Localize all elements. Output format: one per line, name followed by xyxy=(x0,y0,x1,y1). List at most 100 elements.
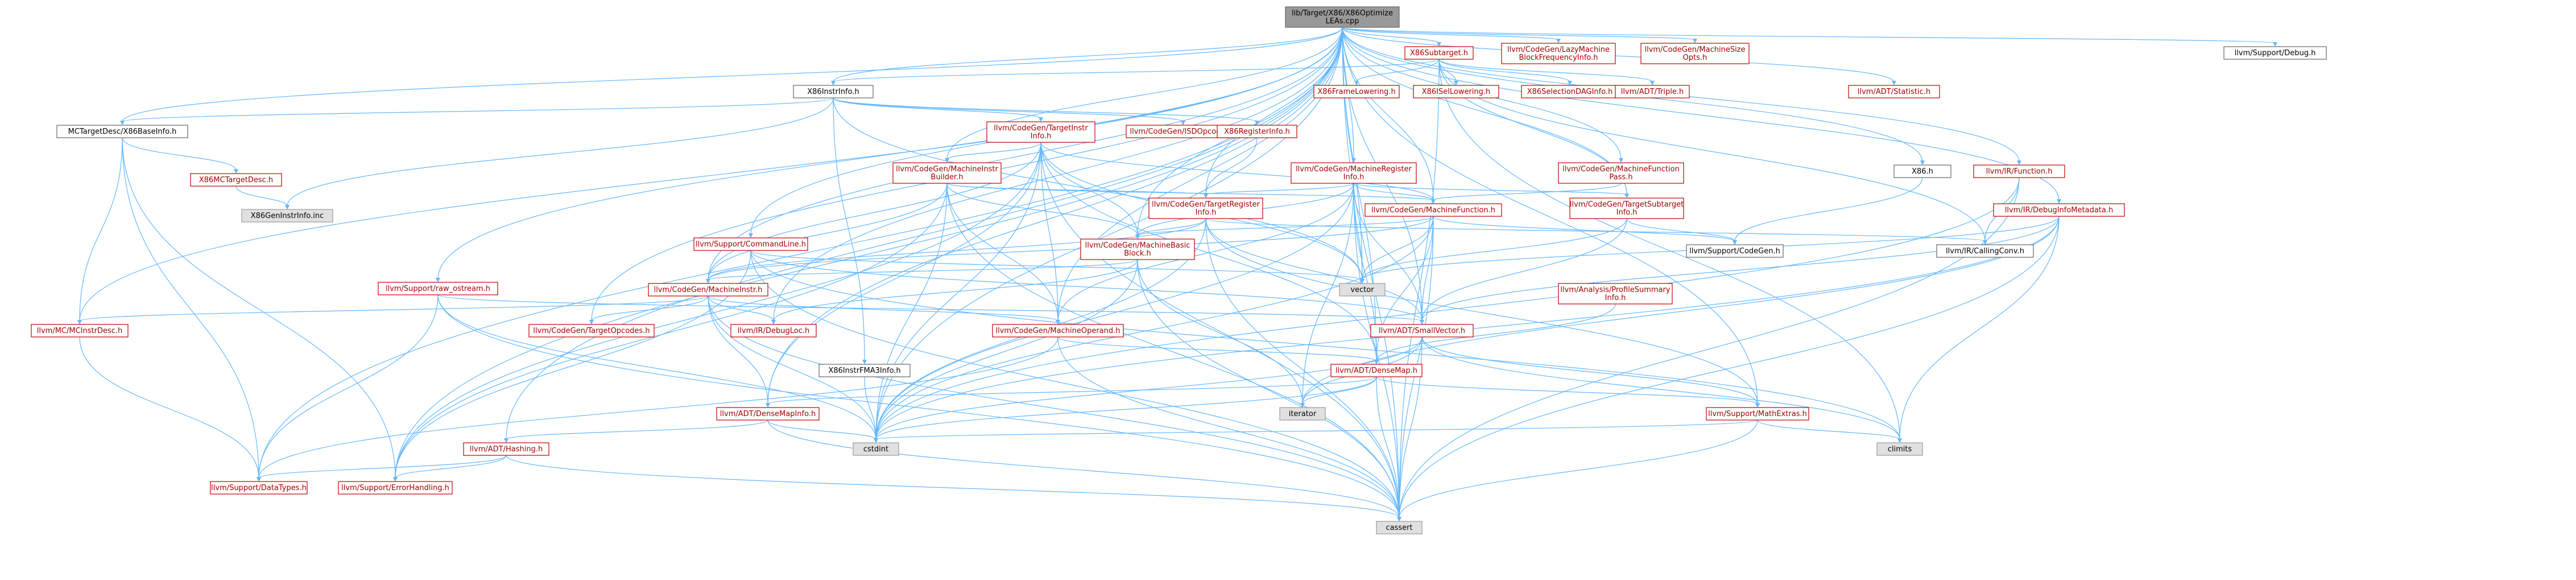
node-label-mfsizeopts: Opts.h xyxy=(1683,54,1707,62)
node-vector: vector xyxy=(1339,283,1386,297)
arrowhead-mri-to-tri xyxy=(1204,194,1208,198)
edge-mcinstrdesc-to-datatypes xyxy=(79,336,259,479)
arrowhead-rawostream-to-smallvector xyxy=(1420,320,1424,324)
node-smallvector[interactable]: llvm/ADT/SmallVector.h xyxy=(1370,324,1474,338)
edge-x86instrinfo-to-x86reginfo xyxy=(833,97,1258,122)
node-box-callingconv xyxy=(1936,244,2034,258)
node-mf[interactable]: llvm/CodeGen/MachineFunction.h xyxy=(1365,203,1502,217)
node-rawostream[interactable]: llvm/Support/raw_ostream.h xyxy=(378,282,498,295)
node-box-mcinstrdesc xyxy=(31,324,129,338)
node-x86instrinfo[interactable]: X86InstrInfo.h xyxy=(793,85,874,98)
node-box-vector xyxy=(1339,283,1386,297)
node-x86seldaginfo[interactable]: X86SelectionDAGInfo.h xyxy=(1521,85,1619,98)
node-box-root xyxy=(1285,6,1400,28)
node-box-climits xyxy=(1876,442,1923,456)
arrowhead-mctargetdesc-to-x86mctargetdesc xyxy=(234,169,238,174)
node-climits: climits xyxy=(1876,442,1923,456)
edge-densemap-to-cassert xyxy=(1376,376,1400,519)
edge-tri-to-smallvector xyxy=(1205,218,1423,322)
edge-tii-to-machineinstr xyxy=(708,142,1041,281)
node-targetopcodes[interactable]: llvm/CodeGen/TargetOpcodes.h xyxy=(528,324,655,338)
arrowhead-root-to-statistic xyxy=(1892,81,1896,85)
node-mathextras[interactable]: llvm/Support/MathExtras.h xyxy=(1706,407,1809,421)
node-lazymbfi[interactable]: llvm/CodeGen/LazyMachineBlockFrequencyIn… xyxy=(1501,43,1616,64)
dependency-edges xyxy=(77,27,2277,521)
edge-rawostream-to-datatypes xyxy=(258,294,439,479)
node-x86mctargetdesc[interactable]: X86MCTargetDesc.h xyxy=(190,173,282,187)
arrowhead-root-to-mfsizeopts xyxy=(1693,39,1697,43)
node-label-tsi: llvm/CodeGen/TargetSubtarget xyxy=(1570,200,1684,209)
node-box-tii xyxy=(986,121,1095,143)
node-callingconv[interactable]: llvm/IR/CallingConv.h xyxy=(1936,244,2034,258)
node-box-mathextras xyxy=(1706,407,1809,421)
node-label-root: LEAs.cpp xyxy=(1326,17,1359,26)
arrowhead-x86instrinfo-to-tii xyxy=(1039,117,1043,122)
node-box-errorhandling xyxy=(338,481,453,495)
arrowhead-hashing-to-cassert xyxy=(1397,517,1401,521)
node-x86framelowering[interactable]: X86FrameLowering.h xyxy=(1313,85,1400,98)
edge-rawostream-to-smallvector xyxy=(437,294,1423,322)
edge-root-to-mathextras xyxy=(1342,27,1758,405)
node-mo[interactable]: llvm/CodeGen/MachineOperand.h xyxy=(992,324,1124,338)
edge-mfpass-to-mf xyxy=(1433,183,1622,201)
arrowhead-hashing-to-datatypes xyxy=(257,477,261,482)
edge-root-to-x86instrinfo xyxy=(833,27,1343,83)
node-datatypes[interactable]: llvm/Support/DataTypes.h xyxy=(210,481,308,495)
edge-mib-to-cstdint xyxy=(875,183,948,440)
node-label-smallvector: llvm/ADT/SmallVector.h xyxy=(1379,327,1465,335)
node-debugloc[interactable]: llvm/IR/DebugLoc.h xyxy=(730,324,817,338)
node-supportcodegen[interactable]: llvm/Support/CodeGen.h xyxy=(1686,244,1784,258)
arrowhead-densemap-to-iterator xyxy=(1300,403,1305,408)
node-x86fma[interactable]: X86InstrFMA3Info.h xyxy=(818,364,911,377)
node-hashing[interactable]: llvm/ADT/Hashing.h xyxy=(463,442,549,456)
node-errorhandling[interactable]: llvm/Support/ErrorHandling.h xyxy=(338,481,453,495)
node-x86reginfo[interactable]: X86RegisterInfo.h xyxy=(1217,125,1297,138)
node-dbginfometa[interactable]: llvm/IR/DebugInfoMetadata.h xyxy=(1993,203,2125,217)
node-label-cstdint: cstdint xyxy=(863,445,888,454)
edge-psi-to-densemap xyxy=(1376,303,1616,361)
node-statistic[interactable]: llvm/ADT/Statistic.h xyxy=(1848,85,1940,98)
edge-mbb-to-debugloc xyxy=(773,259,1138,322)
node-mctargetdesc[interactable]: MCTargetDesc/X86BaseInfo.h xyxy=(56,125,188,138)
node-box-x86fma xyxy=(818,364,911,377)
edge-x86instrinfo-to-tii xyxy=(833,97,1041,119)
edge-root-to-statistic xyxy=(1342,27,1895,83)
node-box-mri xyxy=(1291,162,1417,184)
node-label-hashing: llvm/ADT/Hashing.h xyxy=(470,445,543,454)
node-x86h[interactable]: X86.h xyxy=(1893,164,1951,178)
edge-mctargetdesc-to-errorhandling xyxy=(122,137,396,479)
node-triple[interactable]: llvm/ADT/Triple.h xyxy=(1615,85,1690,98)
node-x86subtarget[interactable]: X86Subtarget.h xyxy=(1404,46,1474,60)
node-densemapinfo[interactable]: llvm/ADT/DenseMapInfo.h xyxy=(716,407,820,421)
node-box-lazymbfi xyxy=(1501,43,1616,64)
arrowhead-mathextras-to-climits xyxy=(1897,438,1902,443)
edge-mbb-to-machineinstr xyxy=(708,259,1138,281)
edge-mri-to-mf xyxy=(1353,183,1434,201)
edge-mathextras-to-cstdint xyxy=(875,419,1758,440)
node-mcinstrdesc[interactable]: llvm/MC/MCInstrDesc.h xyxy=(31,324,129,338)
edge-x86h-to-supportcodegen xyxy=(1734,177,1923,242)
arrowhead-x86instrinfo-to-x86reginfo xyxy=(1255,121,1259,125)
node-x86isellowering[interactable]: X86ISelLowering.h xyxy=(1413,85,1499,98)
node-box-supportcodegen xyxy=(1686,244,1784,258)
node-supportdebug[interactable]: llvm/Support/Debug.h xyxy=(2223,46,2327,60)
node-irfunction[interactable]: llvm/IR/Function.h xyxy=(1973,164,2065,178)
node-machineinstr[interactable]: llvm/CodeGen/MachineInstr.h xyxy=(648,283,768,297)
arrowhead-root-to-supportdebug xyxy=(2273,42,2277,47)
node-cmdline[interactable]: llvm/Support/CommandLine.h xyxy=(693,237,808,251)
node-box-x86reginfo xyxy=(1217,125,1297,138)
node-isdopcodes[interactable]: llvm/CodeGen/ISDOpcodes.h xyxy=(1126,125,1241,138)
node-box-irfunction xyxy=(1973,164,2065,178)
node-label-statistic: llvm/ADT/Statistic.h xyxy=(1858,88,1930,96)
node-densemap[interactable]: llvm/ADT/DenseMap.h xyxy=(1330,364,1423,377)
